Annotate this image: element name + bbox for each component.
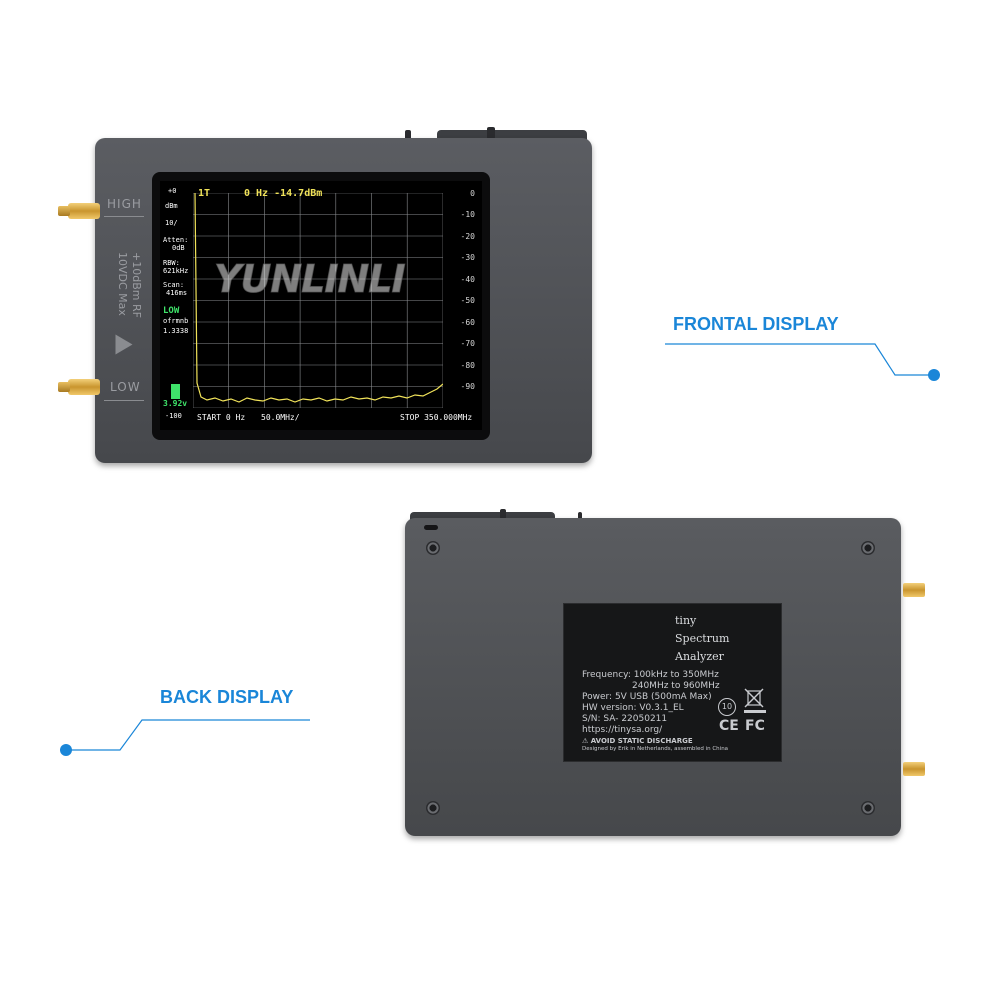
label-title-line-3: Analyzer — [675, 650, 724, 663]
frontal-callout-dot — [928, 369, 940, 381]
bottom-ref-level: -100 — [165, 412, 182, 420]
scale-label: -60 — [460, 318, 475, 327]
rf-rating-line-2: 10VDC Max — [116, 252, 129, 316]
label-static-warning: ⚠ AVOID STATIC DISCHARGE — [582, 736, 693, 746]
screw-top-right — [861, 541, 875, 555]
front-side-button — [405, 130, 411, 140]
battery-icon — [171, 384, 180, 399]
battery-voltage: 3.92v — [163, 399, 188, 408]
mode-indicator: LOW — [163, 306, 180, 316]
start-frequency: START 0 Hz — [197, 413, 246, 422]
warning-triangle-icon: ⚠ — [582, 737, 591, 745]
spectrum-grid — [193, 193, 443, 408]
front-jog-wheel — [487, 127, 495, 139]
scan-label: Scan: — [163, 281, 185, 289]
stop-frequency: STOP 350.000MHz — [400, 413, 473, 422]
frontal-callout-line — [665, 343, 933, 376]
frontal-display-callout: FRONTAL DISPLAY — [673, 314, 839, 334]
scan-value: 416ms — [166, 289, 188, 297]
label-frequency-2: 240MHz to 960MHz — [632, 681, 720, 691]
weee-bin-graphic — [744, 688, 764, 708]
atten-value: 0dB — [172, 244, 185, 252]
unit-label: dBm — [165, 202, 178, 210]
status-led — [424, 525, 438, 530]
screw-bottom-left — [426, 801, 440, 815]
scale-div: 10/ — [165, 219, 178, 227]
scale-label: 0 — [470, 189, 475, 198]
ref-level: +0 — [168, 187, 177, 195]
marker-readout: 0 Hz -14.7dBm — [244, 188, 323, 199]
high-port-connector — [58, 203, 100, 219]
label-frequency-1: Frequency: 100kHz to 350MHz — [582, 670, 719, 680]
back-high-port-connector — [903, 583, 925, 597]
screw-bottom-right — [861, 801, 875, 815]
back-callout-line — [68, 719, 310, 751]
label-url: https://tinysa.org/ — [582, 725, 663, 735]
rbw-value: 621kHz — [163, 267, 189, 275]
label-designed-by: Designed by Erik in Netherlands, assembl… — [582, 746, 729, 752]
epup-10-mark: 10 — [718, 698, 736, 716]
scale-label: -80 — [460, 361, 475, 370]
rbw-label: RBW: — [163, 259, 180, 267]
low-port-connector — [58, 379, 100, 395]
scale-label: -90 — [460, 382, 475, 391]
scale-label: -50 — [460, 296, 475, 305]
spectrum-screen: YUNLINLI 1T 0 Hz -14.7dBm +0 dBm 10/ Att… — [160, 181, 482, 430]
watermark-logo: YUNLINLI — [214, 257, 407, 302]
label-serial-number: S/N: SA- 22050211 — [582, 714, 668, 724]
weee-bar — [744, 710, 766, 713]
rf-rating-text: +10dBm RF 10VDC Max — [115, 252, 143, 318]
fromb-label: ofrmnb — [163, 317, 189, 325]
scale-label: -20 — [460, 232, 475, 241]
fcc-mark: FC — [745, 718, 765, 734]
label-power: Power: 5V USB (500mA Max) — [582, 692, 712, 702]
atten-label: Atten: — [163, 236, 189, 244]
screw-top-left — [426, 541, 440, 555]
device-label-plate — [563, 603, 782, 762]
scale-label: -40 — [460, 275, 475, 284]
scale-label: -10 — [460, 210, 475, 219]
fromb-value: 1.3338 — [163, 327, 189, 335]
high-port-arrow — [104, 216, 144, 217]
low-port-arrow — [104, 400, 144, 401]
rf-rating-line-1: +10dBm RF — [130, 252, 143, 318]
back-low-port-connector — [903, 762, 925, 776]
weee-bin-icon — [742, 686, 766, 708]
spectrum-trace — [194, 193, 443, 403]
scale-label: -30 — [460, 253, 475, 262]
scale-label: -70 — [460, 339, 475, 348]
label-static-warning-text: AVOID STATIC DISCHARGE — [590, 737, 693, 745]
back-jog-wheel — [500, 509, 506, 519]
back-side-button — [578, 512, 582, 520]
back-device-top-edge — [410, 512, 555, 522]
back-callout-dot — [60, 744, 72, 756]
back-display-callout: BACK DISPLAY — [160, 687, 294, 707]
high-port-label: HIGH — [107, 197, 142, 211]
warning-triangle-icon — [115, 334, 133, 355]
frequency-per-division: 50.0MHz/ — [261, 413, 300, 422]
label-title-line-1: tiny — [675, 614, 697, 627]
marker-label: 1T — [198, 188, 211, 199]
grid-lines — [193, 193, 443, 408]
low-port-label: LOW — [110, 380, 141, 394]
label-title-line-2: Spectrum — [675, 632, 730, 645]
ce-mark: CE — [719, 718, 739, 734]
label-hw-version: HW version: V0.3.1_EL — [582, 703, 684, 713]
